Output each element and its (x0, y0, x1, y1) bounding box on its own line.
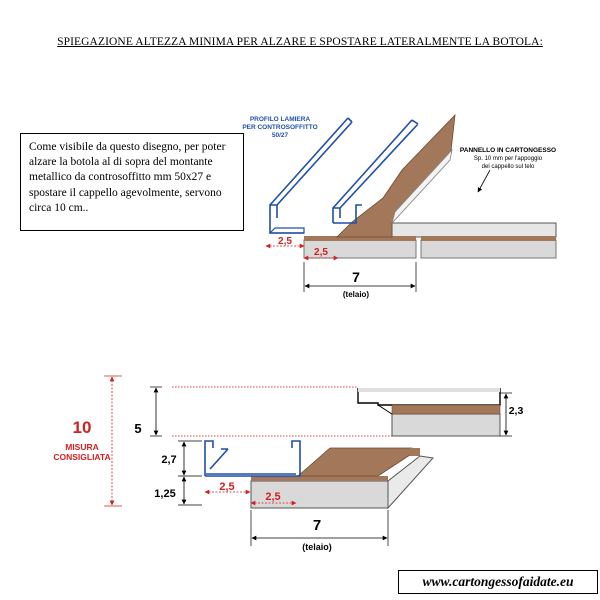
explanation-note: Come visibile da questo disegno, per pot… (20, 133, 244, 231)
top-profile-label-line2: PER CONTROSOFFITTO (242, 124, 317, 131)
bottom-lid-edge (377, 404, 393, 415)
top-dim-right: 2,5 (314, 247, 328, 258)
page-title: SPIEGAZIONE ALTEZZA MINIMA PER ALZARE E … (57, 36, 543, 48)
top-panel-label-line3: del cappello sul telo (482, 164, 535, 170)
bottom-frame-label: (telaio) (302, 542, 332, 552)
bottom-frame-dim: 7 (313, 517, 321, 534)
bottom-dim-right: 2,5 (265, 491, 280, 503)
bottom-rec-value: 10 (73, 418, 92, 437)
top-panel-label-line1: PANNELLO IN CARTONGESSO (460, 147, 556, 154)
top-ceiling-board (391, 222, 557, 238)
top-panel-leader (477, 169, 491, 193)
top-section-drawing: PROFILO LAMIERA PER CONTROSOFFITTO 50/27… (242, 113, 557, 299)
bottom-dim-left: 2,5 (219, 481, 234, 493)
bottom-panel-edge (387, 455, 434, 510)
bottom-profile (204, 440, 301, 477)
bottom-lid-top-band (358, 388, 500, 392)
bottom-section-drawing: 2,3 2,5 2,5 5 2,7 1,25 10 MISURA (53, 375, 524, 552)
top-panel-label-line2: Sp. 10 mm per l'appoggio (474, 156, 543, 162)
top-profile-left-base (268, 227, 305, 234)
bottom-panel-top (410, 448, 420, 456)
bottom-total-dim: 5 (134, 421, 141, 436)
top-panel-edge (391, 148, 453, 224)
bottom-lid-dim: 2,3 (509, 405, 524, 417)
bottom-lid-wood (391, 404, 501, 415)
bottom-base-dim: 1,25 (154, 488, 175, 500)
top-wood-strip-right (421, 236, 556, 241)
top-gypsum-strip-right (420, 239, 557, 259)
bottom-lid-outline (357, 388, 501, 406)
top-frame-dim: 7 (352, 269, 360, 285)
bottom-wood-frame (296, 447, 413, 477)
website-url: www.cartongessofaidate.eu (398, 570, 598, 594)
bottom-lid-gypsum (391, 413, 501, 437)
bottom-profile-dim: 2,7 (161, 454, 176, 466)
bottom-wood-base (251, 476, 388, 481)
top-profile-label-line1: PROFILO LAMIERA (250, 116, 311, 123)
top-dim-left: 2,5 (278, 236, 292, 247)
bottom-rec-label-line2: CONSIGLIATA (53, 452, 110, 462)
top-profile-label-line3: 50/27 (272, 132, 289, 139)
bottom-rec-label-line1: MISURA (65, 442, 99, 452)
top-frame-label: (telaio) (343, 290, 370, 299)
top-profile-right (332, 119, 419, 224)
top-wood-strip-left (304, 236, 416, 241)
